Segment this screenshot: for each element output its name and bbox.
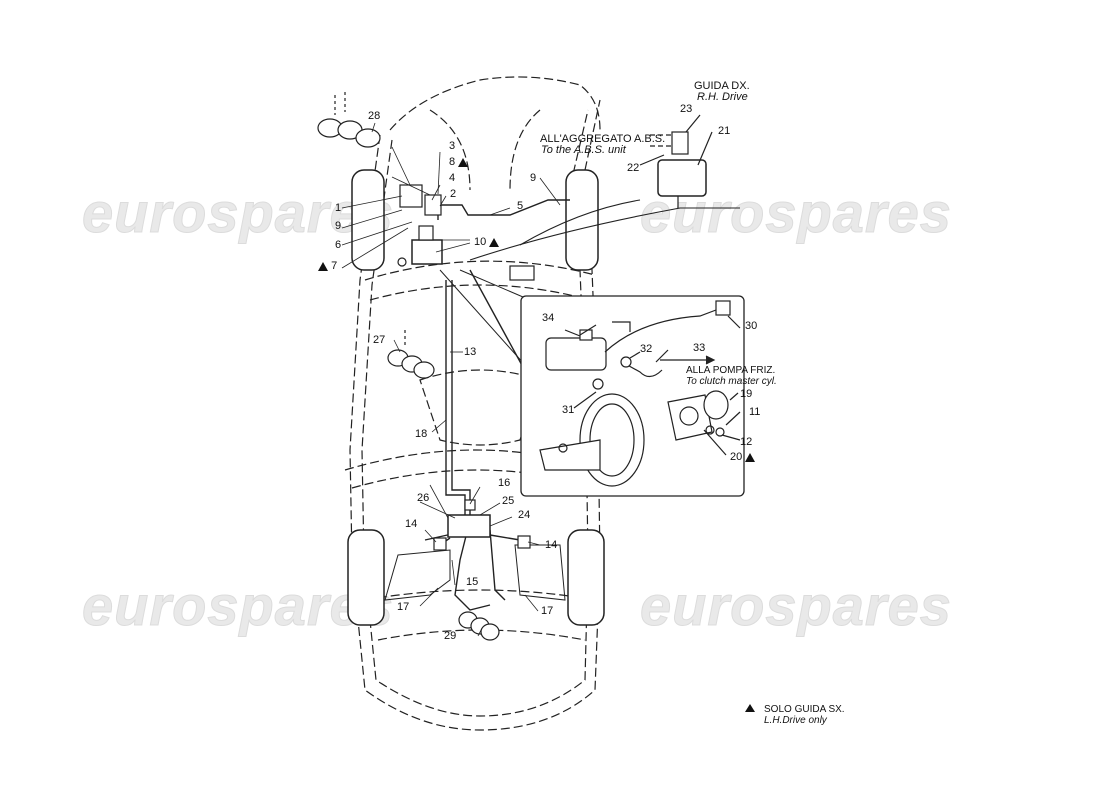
callout-10-number: 10 (474, 236, 487, 248)
callout-21: 21 (718, 125, 731, 137)
inset-reservoir (545, 337, 607, 371)
callout-20-number: 20 (730, 451, 743, 463)
callout-34: 34 (542, 312, 555, 324)
callout-17-left: 17 (397, 601, 410, 613)
rear-right-wheel (567, 529, 605, 626)
rear-left-caliper (433, 537, 447, 551)
callout-22: 22 (627, 162, 640, 174)
leader-lines (341, 122, 561, 637)
abs-unit-label-en: To the A.B.S. unit (541, 144, 626, 156)
inset-detail (539, 300, 741, 487)
rh-drive-detail (469, 114, 740, 261)
callout-9-right: 9 (530, 172, 537, 184)
callout-14-left: 14 (405, 518, 418, 530)
callout-4: 4 (449, 172, 456, 184)
rear-distributor (447, 514, 491, 538)
legend-text: SOLO GUIDA SX. (764, 704, 845, 715)
callout-26: 26 (417, 492, 430, 504)
front-right-wheel (565, 169, 599, 271)
abs-valve-block (399, 184, 423, 208)
bracket-28 (317, 92, 381, 148)
callout-19: 19 (740, 388, 753, 400)
callout-5: 5 (517, 200, 524, 212)
rh-drive-subtitle: R.H. Drive (697, 91, 748, 103)
lh-only-triangle-icon (489, 237, 500, 247)
callout-9-left: 9 (335, 220, 342, 232)
front-reservoir (411, 239, 443, 265)
callout-13: 13 (464, 346, 477, 358)
callout-16: 16 (498, 477, 511, 489)
callout-7: 7 (318, 260, 337, 272)
callout-6: 6 (335, 239, 342, 251)
callout-2: 2 (450, 188, 457, 200)
callout-7-number: 7 (331, 260, 338, 272)
rear-right-arm (514, 544, 566, 601)
rear-left-wheel (347, 529, 385, 626)
abs-unit-label: ALL'AGGREGATO A.B.S. (540, 133, 666, 145)
callout-8: 8 (449, 156, 469, 168)
rear-right-caliper (517, 535, 531, 549)
callout-10: 10 (474, 236, 500, 248)
brake-sensor (509, 265, 535, 281)
callout-23: 23 (680, 103, 693, 115)
callout-1: 1 (335, 202, 342, 214)
callout-17-right: 17 (541, 605, 554, 617)
rh-drive-title: GUIDA DX. (694, 80, 750, 92)
callout-20: 20 (730, 451, 756, 463)
lh-only-triangle-icon (458, 157, 469, 167)
lh-only-triangle-icon (318, 261, 328, 271)
clutch-label-en: To clutch master cyl. (686, 376, 777, 387)
callout-25: 25 (502, 495, 515, 507)
watermark-top-left: eurospares (82, 181, 394, 245)
callout-18: 18 (415, 428, 428, 440)
callout-27: 27 (373, 334, 386, 346)
callout-8-number: 8 (449, 156, 456, 168)
callout-32: 32 (640, 343, 653, 355)
callout-15: 15 (466, 576, 479, 588)
watermark-bottom-left: eurospares (82, 574, 394, 638)
bracket-27 (387, 330, 435, 379)
lh-only-triangle-icon (745, 452, 756, 462)
rh-reservoir (657, 159, 707, 197)
clutch-label: ALLA POMPA FRIZ. (686, 365, 776, 376)
callout-28: 28 (368, 110, 381, 122)
callout-12: 12 (740, 436, 753, 448)
rear-left-arm (384, 549, 451, 601)
watermark-bottom-right: eurospares (640, 574, 952, 638)
callout-29: 29 (444, 630, 457, 642)
callout-30: 30 (745, 320, 758, 332)
bracket-29 (458, 611, 500, 641)
callout-33: 33 (693, 342, 706, 354)
callout-3: 3 (449, 140, 456, 152)
callout-24: 24 (518, 509, 531, 521)
callout-14-right: 14 (545, 539, 558, 551)
callout-11: 11 (749, 406, 761, 418)
legend-text-en: L.H.Drive only (764, 715, 827, 726)
callout-31: 31 (562, 404, 575, 416)
